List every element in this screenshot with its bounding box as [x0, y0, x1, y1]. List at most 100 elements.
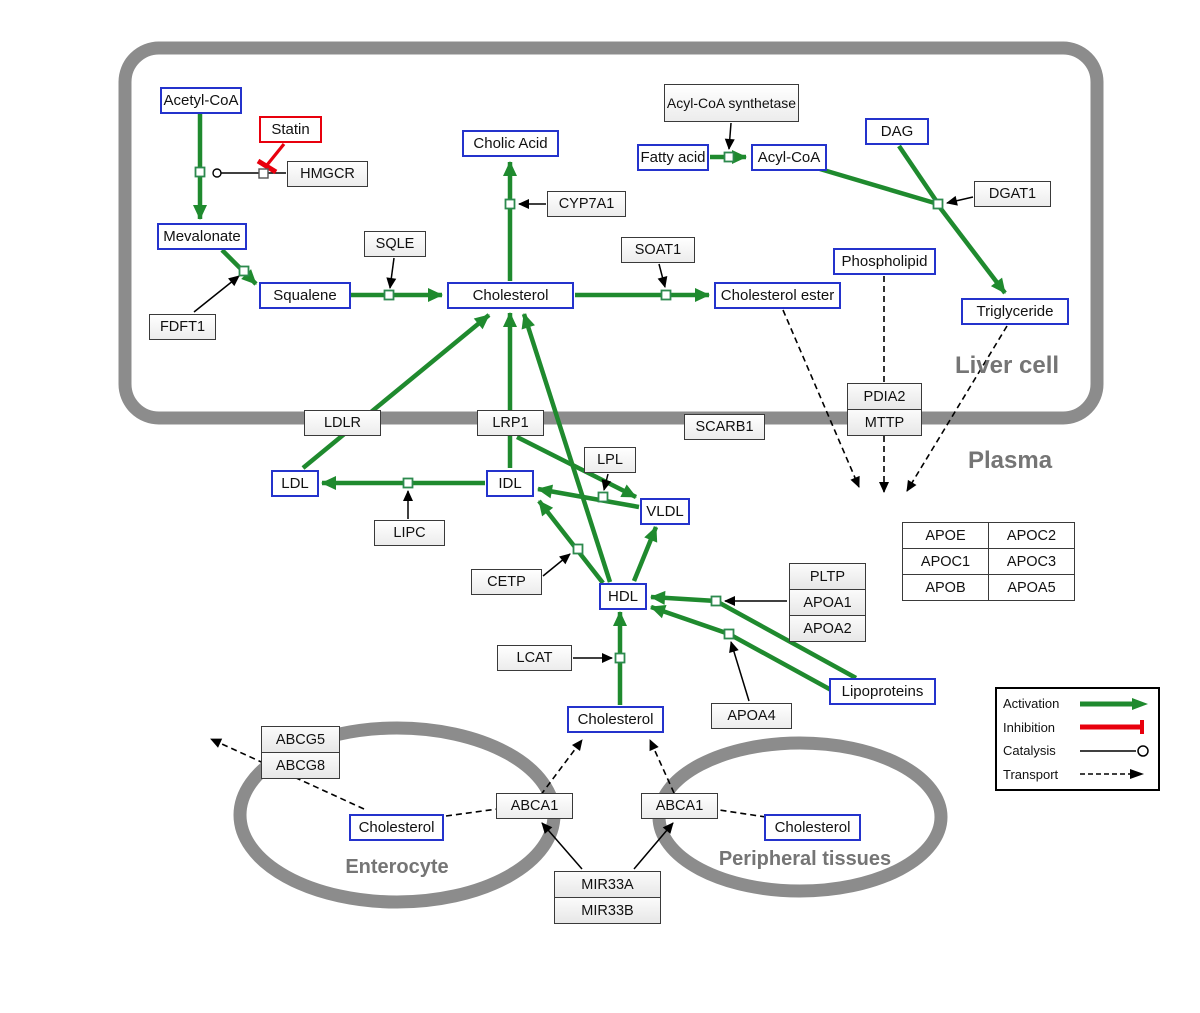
node-cholesterol-enterocyte[interactable]: Cholesterol [349, 814, 444, 841]
node-apoa4[interactable]: APOA4 [711, 703, 792, 729]
node-ldlr[interactable]: LDLR [304, 410, 381, 436]
node-abcg5[interactable]: ABCG5 [262, 727, 339, 752]
reaction-node [402, 477, 414, 489]
node-apob[interactable]: APOB [903, 575, 988, 600]
node-dag[interactable]: DAG [865, 118, 929, 145]
edge-dag-to-dgat1-node [897, 144, 939, 204]
legend-row-transport: Transport [1003, 763, 1152, 785]
node-cyp7a1[interactable]: CYP7A1 [547, 191, 626, 217]
node-lpl[interactable]: LPL [584, 447, 636, 473]
node-cholic-acid[interactable]: Cholic Acid [462, 130, 559, 157]
node-hmgcr[interactable]: HMGCR [287, 161, 368, 187]
reaction-node [614, 652, 626, 664]
inhibition-tee-icon [1080, 720, 1144, 735]
group-pdia2-mttp: PDIA2 MTTP [847, 383, 922, 436]
legend: Activation Inhibition Catalysis Transpor… [995, 687, 1160, 791]
node-apoe[interactable]: APOE [903, 523, 988, 548]
node-pdia2[interactable]: PDIA2 [848, 384, 921, 409]
node-pltp[interactable]: PLTP [790, 564, 865, 589]
node-mir33b[interactable]: MIR33B [555, 897, 660, 923]
node-acyl-coa-synthetase[interactable]: Acyl-CoA synthetase [664, 84, 799, 122]
reaction-node [723, 151, 735, 163]
legend-activation-label: Activation [1003, 696, 1060, 712]
node-apoc2[interactable]: APOC2 [988, 523, 1074, 548]
node-cholesterol-peripheral[interactable]: Cholesterol [764, 814, 861, 841]
edge-mir33-to-abca1-left [541, 822, 583, 870]
node-dgat1[interactable]: DGAT1 [974, 181, 1051, 207]
node-acyl-coa[interactable]: Acyl-CoA [751, 144, 827, 171]
legend-catalysis-label: Catalysis [1003, 743, 1056, 759]
activation-arrow-icon [1080, 697, 1148, 710]
node-soat1[interactable]: SOAT1 [621, 237, 695, 263]
legend-transport-label: Transport [1003, 766, 1059, 782]
plasma-label: Plasma [968, 447, 1053, 474]
reaction-nodes [194, 151, 944, 664]
legend-row-catalysis: Catalysis [1003, 740, 1152, 762]
reaction-node [504, 198, 516, 210]
node-sqle[interactable]: SQLE [364, 231, 426, 257]
catalysis-circle-icon [1080, 745, 1149, 757]
node-acetyl-coa[interactable]: Acetyl-CoA [160, 87, 242, 114]
node-cholesterol-liver[interactable]: Cholesterol [447, 282, 574, 309]
node-apoa2[interactable]: APOA2 [790, 615, 865, 641]
node-mttp[interactable]: MTTP [848, 409, 921, 435]
transport-dashed-arrow-icon [1080, 769, 1144, 780]
liver-cell-membrane [118, 41, 1104, 425]
edge-mir33-to-abca1-right [633, 822, 674, 870]
node-cetp[interactable]: CETP [471, 569, 542, 595]
edge-fdft1-catalysis [193, 275, 240, 313]
enterocyte-label: Enterocyte [345, 856, 449, 878]
peripheral-tissues-label: Peripheral tissues [718, 848, 892, 870]
node-mir33a[interactable]: MIR33A [555, 872, 660, 897]
node-vldl[interactable]: VLDL [640, 498, 690, 525]
edge-hdl-to-liver-cholesterol [521, 313, 613, 583]
edge-soat1-catalysis [657, 263, 668, 288]
node-lrp1[interactable]: LRP1 [477, 410, 544, 436]
edge-sqle-catalysis [386, 257, 397, 289]
node-idl[interactable]: IDL [486, 470, 534, 497]
node-fatty-acid[interactable]: Fatty acid [637, 144, 709, 171]
liver-cell-label: Liver cell [955, 352, 1060, 379]
node-apoa1[interactable]: APOA1 [790, 589, 865, 615]
node-lcat[interactable]: LCAT [497, 645, 572, 671]
edge-lpl-catalysis [601, 473, 612, 491]
edge-liver-to-vldl [515, 434, 638, 500]
edge-acylcoa-to-dgat1-node [819, 166, 939, 207]
node-triglyceride[interactable]: Triglyceride [961, 298, 1069, 325]
catalysis-anchor-square [258, 168, 269, 179]
legend-row-activation: Activation [1003, 693, 1152, 715]
node-mevalonate[interactable]: Mevalonate [157, 223, 247, 250]
edge-enterocyte-cholesterol-to-plasma [445, 739, 583, 817]
node-ldl[interactable]: LDL [271, 470, 319, 497]
reaction-node [238, 265, 250, 277]
node-fdft1[interactable]: FDFT1 [149, 314, 216, 340]
node-abca1-left[interactable]: ABCA1 [496, 793, 573, 819]
node-statin[interactable]: Statin [259, 116, 322, 143]
edge-cholesterolester-transport [782, 309, 860, 488]
node-abca1-right[interactable]: ABCA1 [641, 793, 718, 819]
group-pltp-apoa1-apoa2: PLTP APOA1 APOA2 [789, 563, 866, 642]
node-abcg8[interactable]: ABCG8 [262, 752, 339, 778]
node-hdl[interactable]: HDL [599, 583, 647, 610]
edge-peripheral-cholesterol-to-plasma [649, 739, 767, 818]
node-cholesterol-plasma[interactable]: Cholesterol [567, 706, 664, 733]
node-squalene[interactable]: Squalene [259, 282, 351, 309]
edge-hdl-to-idl [537, 499, 605, 585]
node-apoc3[interactable]: APOC3 [988, 549, 1074, 574]
node-phospholipid[interactable]: Phospholipid [833, 248, 936, 275]
node-apoa5[interactable]: APOA5 [988, 575, 1074, 600]
node-lipc[interactable]: LIPC [374, 520, 445, 546]
reaction-node [660, 289, 672, 301]
reaction-node [723, 628, 735, 640]
edge-hdl-to-vldl [631, 526, 659, 582]
group-apolipoproteins: APOE APOC2 APOC1 APOC3 APOB APOA5 [902, 522, 1075, 601]
legend-row-inhibition: Inhibition [1003, 716, 1152, 738]
statin-inhibition-bar [256, 158, 278, 175]
node-scarb1[interactable]: SCARB1 [684, 414, 765, 440]
group-abcg5-abcg8: ABCG5 ABCG8 [261, 726, 340, 779]
node-apoc1[interactable]: APOC1 [903, 549, 988, 574]
node-lipoproteins[interactable]: Lipoproteins [829, 678, 936, 705]
node-cholesterol-ester[interactable]: Cholesterol ester [714, 282, 841, 309]
